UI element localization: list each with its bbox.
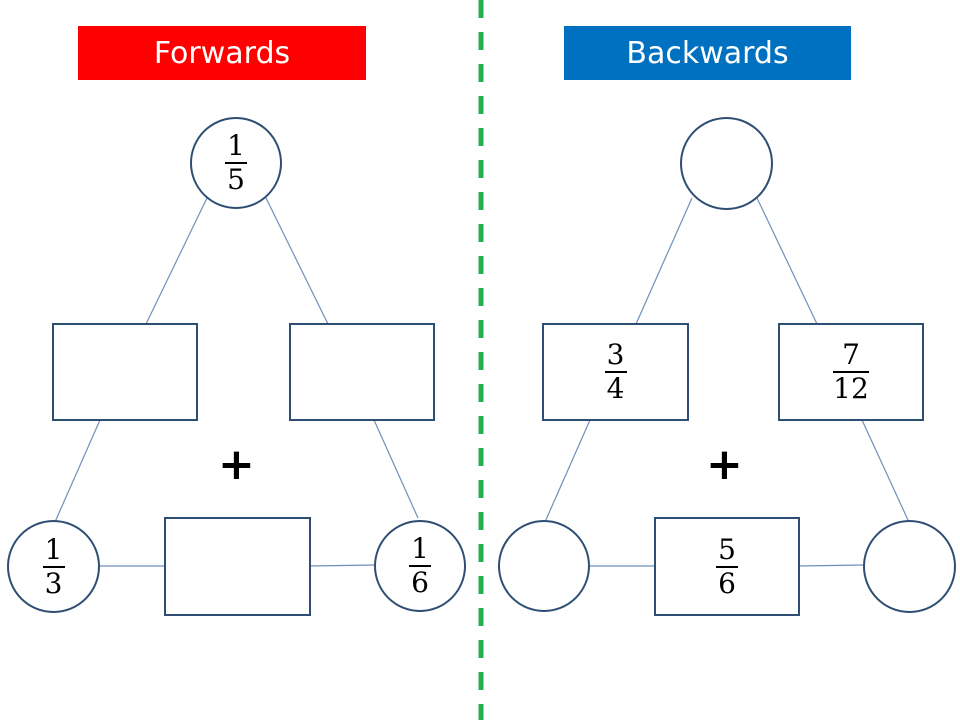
connector: [544, 419, 591, 523]
backwards-bottom-left-circle[interactable]: [498, 520, 590, 612]
fraction-bar: [604, 371, 627, 373]
fraction-bar: [409, 565, 431, 567]
fraction: 5 6: [716, 532, 738, 600]
forwards-bottom-middle-box[interactable]: [164, 517, 311, 616]
denominator: 5: [227, 163, 245, 196]
backwards-bottom-middle-box[interactable]: 5 6: [654, 517, 800, 616]
backwards-middle-right-box[interactable]: 7 12: [778, 323, 924, 421]
fraction-bar: [833, 371, 869, 373]
numerator: 3: [606, 338, 625, 371]
denominator: 4: [606, 372, 625, 405]
connector: [861, 419, 909, 521]
forwards-connectors: [54, 197, 419, 567]
forwards-bottom-right-circle[interactable]: 1 6: [374, 520, 466, 612]
fraction: 1 5: [225, 131, 247, 195]
forwards-middle-right-box[interactable]: [289, 323, 435, 421]
fraction: 1 6: [409, 534, 431, 598]
denominator: 6: [718, 566, 736, 600]
forwards-title: Forwards: [153, 35, 291, 71]
forwards-top-circle[interactable]: 1 5: [190, 117, 282, 209]
forwards-plus-sign: +: [218, 439, 255, 490]
fraction-bar: [716, 565, 738, 568]
connector: [145, 197, 208, 325]
backwards-title: Backwards: [626, 35, 789, 71]
backwards-top-circle[interactable]: [680, 117, 773, 210]
fraction-bar: [42, 565, 65, 568]
connector: [54, 419, 101, 523]
connector: [265, 197, 329, 325]
denominator: 3: [44, 566, 63, 600]
backwards-bottom-right-circle[interactable]: [863, 520, 956, 613]
forwards-middle-left-box[interactable]: [52, 323, 198, 421]
denominator: 12: [833, 372, 869, 405]
connector: [308, 564, 376, 567]
fraction: 7 12: [833, 340, 869, 404]
connector: [635, 197, 693, 325]
backwards-connectors: [544, 197, 909, 567]
fraction: 1 3: [42, 532, 65, 600]
numerator: 1: [44, 532, 63, 566]
fraction: 3 4: [604, 338, 627, 405]
connector: [756, 197, 818, 325]
forwards-banner: Forwards: [78, 26, 366, 80]
forwards-bottom-left-circle[interactable]: 1 3: [7, 520, 100, 613]
connector: [797, 564, 865, 567]
numerator: 1: [411, 532, 429, 565]
fraction-bar: [225, 162, 247, 164]
numerator: 1: [227, 129, 245, 162]
backwards-banner: Backwards: [564, 26, 851, 80]
backwards-plus-sign: +: [706, 439, 743, 490]
numerator: 5: [718, 532, 736, 566]
numerator: 7: [842, 338, 860, 371]
denominator: 6: [411, 566, 429, 599]
backwards-middle-left-box[interactable]: 3 4: [542, 323, 689, 421]
connector: [373, 419, 419, 519]
